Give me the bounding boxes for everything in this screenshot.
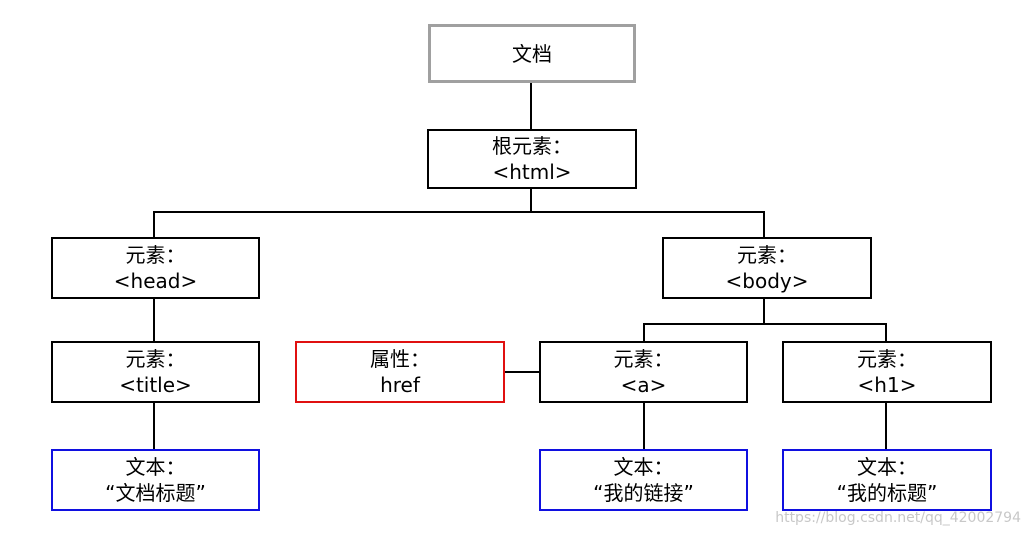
a-text-label: 文本： [613,455,674,479]
h1-element-tag: <h1> [857,373,917,397]
body-element-label: 元素： [737,243,797,267]
h1-text-label: 文本： [857,455,917,479]
edge-branch-body [763,211,765,237]
h1-text-node: 文本： “我的标题” [782,449,992,511]
body-element-tag: <body> [725,269,809,293]
edge-document-root [530,82,532,129]
a-element-label: 元素： [613,347,674,371]
href-attribute-label: 属性： [370,347,430,371]
head-element-tag: <head> [113,269,198,293]
edge-root-down [530,188,532,212]
edge-branch-a [643,323,645,341]
a-element-tag: <a> [620,373,667,397]
title-element-node: 元素： <title> [51,341,260,403]
edge-title-text [153,402,155,450]
edge-head-title [153,298,155,341]
edge-a-text [643,402,645,450]
root-element-tag: <html> [492,160,572,184]
body-element-node: 元素： <body> [662,237,872,299]
title-text-label: 文本： [125,455,186,479]
watermark: https://blog.csdn.net/qq_42002794 [775,510,1021,526]
title-text-node: 文本： “文档标题” [51,449,260,511]
edge-body-down [763,298,765,324]
edge-h1-text [885,402,887,450]
root-element-node: 根元素： <html> [427,129,637,189]
h1-element-label: 元素： [857,347,917,371]
h1-text-value: “我的标题” [836,481,938,505]
h1-element-node: 元素： <h1> [782,341,992,403]
document-label: 文档 [512,41,552,66]
edge-branch-head [153,211,155,237]
edge-body-branch [643,323,887,325]
href-attribute-node: 属性： href [295,341,505,403]
head-element-node: 元素： <head> [51,237,260,299]
document-node: 文档 [428,24,636,83]
head-element-label: 元素： [125,243,186,267]
edge-root-branch [153,211,765,213]
a-element-node: 元素： <a> [539,341,748,403]
title-element-tag: <title> [119,373,192,397]
edge-branch-h1 [885,323,887,341]
title-element-label: 元素： [125,347,186,371]
title-text-value: “文档标题” [105,481,206,505]
href-attribute-name: href [380,373,420,397]
a-text-value: “我的链接” [593,481,694,505]
a-text-node: 文本： “我的链接” [539,449,748,511]
edge-href-a [504,371,540,373]
root-element-label: 根元素： [492,134,572,158]
